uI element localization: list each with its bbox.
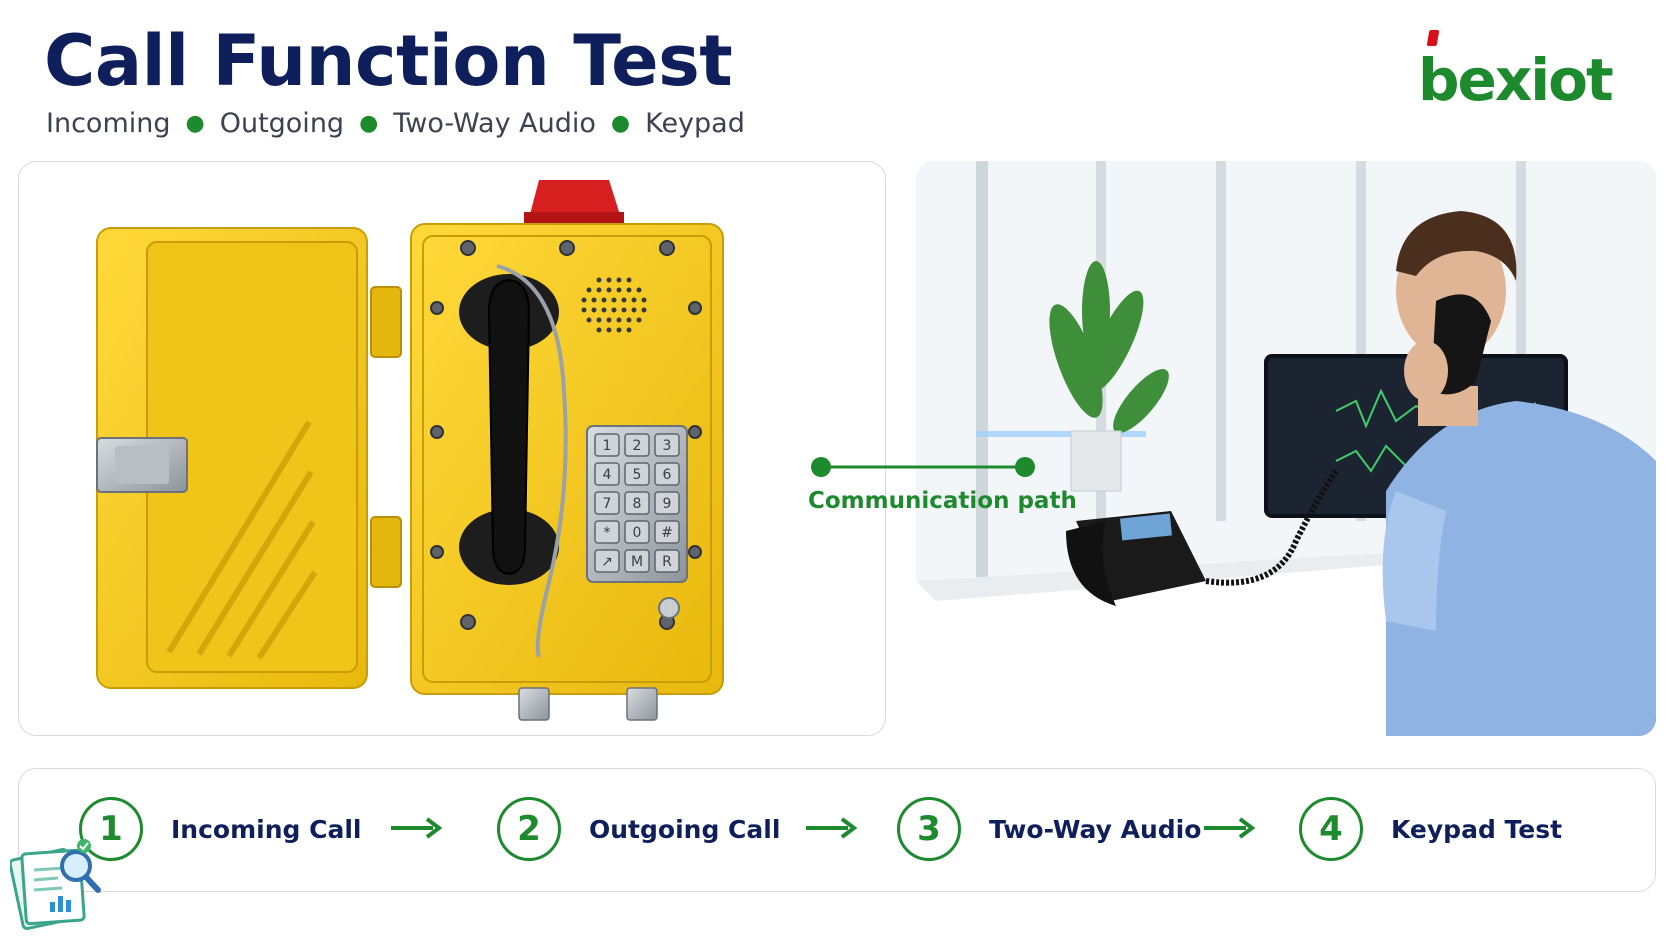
step-label: Keypad Test	[1391, 814, 1563, 844]
keypad-key	[654, 520, 680, 544]
logo-mark-icon	[1426, 30, 1440, 46]
keypad-icon: 1 2 3 4 5 6 7 8 9 * 0 # ↗ M R	[594, 433, 680, 573]
step-number: 3	[897, 797, 961, 861]
keypad-key	[594, 462, 620, 486]
keypad-key	[654, 491, 680, 515]
step-number: 4	[1299, 797, 1363, 861]
keypad-key	[624, 549, 650, 573]
keypad-key-label: 9	[663, 496, 672, 512]
bullet-icon: ●	[359, 111, 379, 136]
keypad-key-label: *	[604, 525, 611, 541]
subtitle: Incoming ● Outgoing ● Two-Way Audio ● Ke…	[46, 108, 745, 139]
keypad-key-label: 6	[663, 467, 672, 483]
keypad-key	[624, 491, 650, 515]
office-worker-on-phone-icon	[916, 161, 1656, 736]
page-title: Call Function Test	[44, 20, 733, 102]
keypad-key	[594, 433, 620, 457]
keypad-key	[594, 549, 620, 573]
step-label: Outgoing Call	[589, 814, 781, 844]
bullet-icon: ●	[185, 111, 205, 136]
connection-line-icon	[811, 457, 1035, 477]
keypad-key-label: 7	[603, 496, 612, 512]
step-label: Incoming Call	[171, 814, 362, 844]
communication-path: Communication path	[808, 454, 1077, 534]
keypad-key-label: 8	[633, 496, 642, 512]
bullet-icon: ●	[610, 111, 631, 136]
keypad-key-label: 1	[603, 438, 612, 454]
keypad-key-label: 4	[603, 467, 612, 483]
keypad-key	[654, 433, 680, 457]
keypad-key	[654, 549, 680, 573]
subtitle-item-incoming: Incoming	[46, 108, 171, 139]
step-label: Two-Way Audio	[989, 814, 1202, 844]
step-two-way-audio: 3 Two-Way Audio	[897, 797, 1201, 861]
keypad-key-label: #	[661, 525, 673, 541]
arrow-right-icon	[1204, 817, 1256, 839]
keypad-key-label: M	[631, 554, 643, 570]
keypad-key-label: 3	[663, 438, 672, 454]
test-steps: 1 Incoming Call 2 Outgoing Call 3 Two-Wa…	[18, 768, 1656, 892]
keypad-key	[594, 520, 620, 544]
yellow-telephone-icon: 1 2 3 4 5 6 7 8 9 * 0 # ↗ M R	[96, 180, 724, 721]
keypad-key	[624, 433, 650, 457]
step-incoming-call: 1 Incoming Call	[79, 797, 361, 861]
device-image-panel: 1 2 3 4 5 6 7 8 9 * 0 # ↗ M R	[18, 161, 886, 736]
step-outgoing-call: 2 Outgoing Call	[497, 797, 780, 861]
subtitle-item-keypad: Keypad	[645, 108, 745, 139]
keypad-key	[624, 462, 650, 486]
keypad-key-label: 2	[633, 438, 642, 454]
keypad-key-label: R	[662, 554, 672, 570]
keypad-key-label: 5	[633, 467, 642, 483]
logo-text: bexiot	[1418, 46, 1614, 114]
step-keypad-test: 4 Keypad Test	[1299, 797, 1562, 861]
arrow-right-icon	[806, 817, 858, 839]
bexiot-logo: bexiot	[1418, 28, 1628, 114]
step-number: 2	[497, 797, 561, 861]
arrow-right-icon	[391, 817, 443, 839]
keypad-key	[624, 520, 650, 544]
communication-path-label: Communication path	[808, 488, 1077, 514]
subtitle-item-two-way-audio: Two-Way Audio	[393, 108, 596, 139]
office-user-photo	[916, 161, 1656, 736]
keypad-key-label: 0	[633, 525, 642, 541]
keypad-key	[654, 462, 680, 486]
step-number: 1	[79, 797, 143, 861]
subtitle-item-outgoing: Outgoing	[219, 108, 345, 139]
keypad-key	[594, 491, 620, 515]
report-inspection-icon	[10, 839, 101, 931]
keypad-key-label: ↗	[601, 554, 613, 570]
